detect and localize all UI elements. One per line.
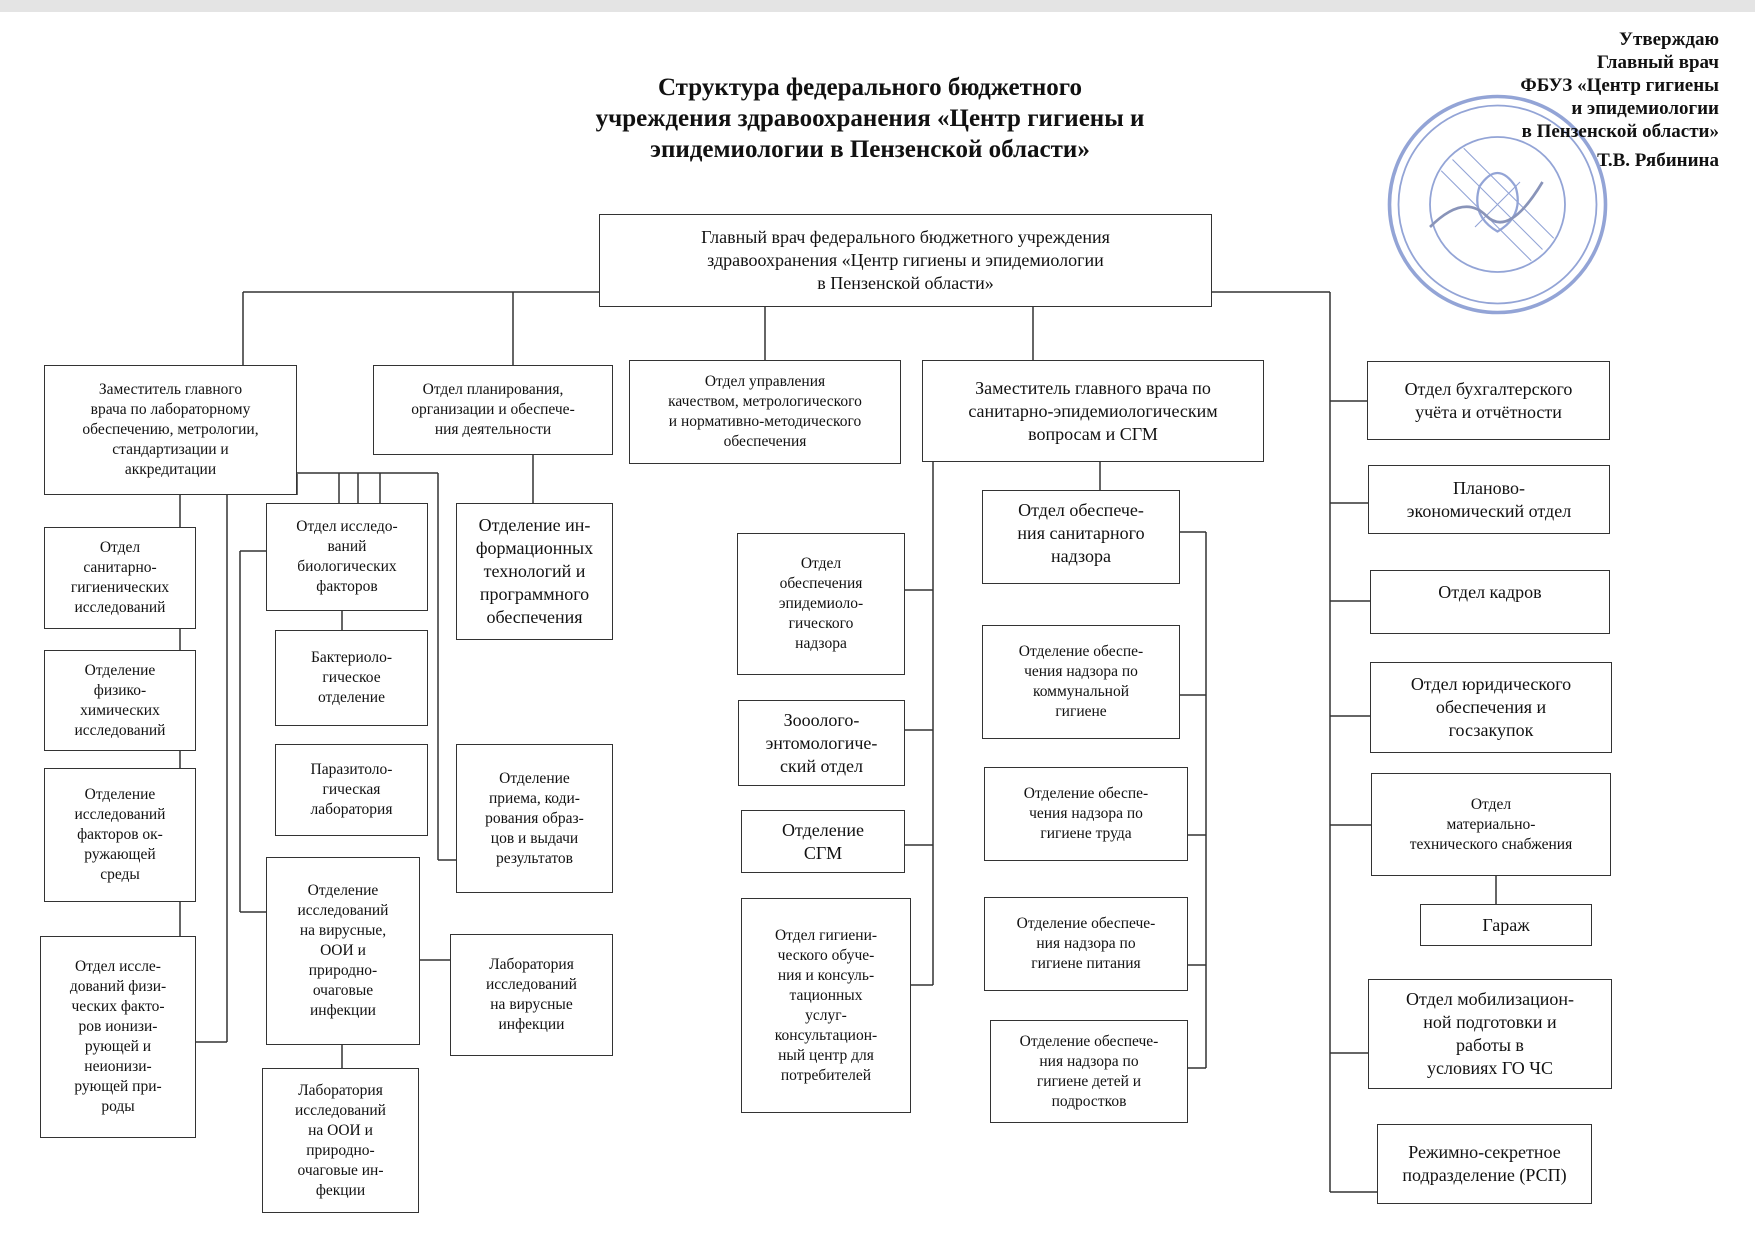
approval-line-2: Главный врач: [1596, 52, 1719, 73]
phys-chem-research-box: Отделение физико- химических исследовани…: [44, 650, 196, 751]
mobilization-dept-box: Отдел мобилизацион- ной подготовки и раб…: [1368, 979, 1612, 1089]
food-hyg-box: Отделение обеспече- ния надзора по гигие…: [984, 897, 1188, 991]
secret-unit-box: Режимно-секретное подразделение (РСП): [1377, 1124, 1592, 1204]
approval-block: Утверждаю Главный врач ФБУЗ «Центр гигие…: [1520, 28, 1719, 172]
phys-factors-research-box: Отдел иссле- дований физи- ческих факто-…: [40, 936, 196, 1138]
sgm-dept-box: Отделение СГМ: [741, 810, 905, 873]
personnel-dept-box: Отдел кадров: [1370, 570, 1610, 634]
accounting-dept-box: Отдел бухгалтерского учёта и отчётности: [1367, 361, 1610, 440]
approval-line-5: в Пензенской области»: [1521, 121, 1719, 142]
epid-supervision-box: Отдел обеспечения эпидемиоло- гического …: [737, 533, 905, 675]
planning-dept-box: Отдел планирования, организации и обеспе…: [373, 365, 613, 455]
legal-dept-box: Отдел юридического обеспечения и госзаку…: [1370, 662, 1612, 753]
labor-hyg-box: Отделение обеспе- чения надзора по гигие…: [984, 767, 1188, 861]
reception-dept-box: Отделение приема, коди- рования образ- ц…: [456, 744, 613, 893]
san-hyg-research-box: Отдел санитарно- гигиенических исследова…: [44, 527, 196, 629]
official-seal-icon: [1387, 94, 1608, 315]
supply-dept-box: Отдел материально- технического снабжени…: [1371, 773, 1611, 876]
deputy-san-box: Заместитель главного врача по санитарно-…: [922, 360, 1264, 462]
approval-line-3: ФБУЗ «Центр гигиены: [1520, 75, 1719, 96]
it-dept-box: Отделение ин- формационных технологий и …: [456, 503, 613, 640]
approval-line-1: Утверждаю: [1619, 29, 1719, 50]
ooi-lab-box: Лаборатория исследований на ООИ и природ…: [262, 1068, 419, 1213]
approval-signature: Т.В. Рябинина: [1597, 150, 1719, 171]
page-title: Структура федерального бюджетного учрежд…: [595, 74, 1145, 163]
san-supervision-box: Отдел обеспече- ния санитарного надзора: [982, 490, 1180, 584]
approval-line-4: и эпидемиологии: [1571, 98, 1719, 119]
garage-box: Гараж: [1420, 904, 1592, 946]
parasito-lab-box: Паразитоло- гическая лаборатория: [275, 744, 428, 836]
hyg-training-box: Отдел гигиени- ческого обуче- ния и конс…: [741, 898, 911, 1113]
deputy-lab-box: Заместитель главного врача по лабораторн…: [44, 365, 297, 495]
communal-hyg-box: Отделение обеспе- чения надзора по комму…: [982, 625, 1180, 739]
planning-econ-dept-box: Планово- экономический отдел: [1368, 465, 1610, 534]
children-hyg-box: Отделение обеспече- ния надзора по гигие…: [990, 1020, 1188, 1123]
quality-dept-box: Отдел управления качеством, метрологичес…: [629, 360, 901, 464]
head-physician-box: Главный врач федерального бюджетного учр…: [599, 214, 1212, 307]
viral-research-box: Отделение исследований на вирусные, ООИ …: [266, 857, 420, 1045]
bio-factors-research-box: Отдел исследо- ваний биологических факто…: [266, 503, 428, 611]
viral-lab-box: Лаборатория исследований на вирусные инф…: [450, 934, 613, 1056]
zoo-entomology-box: Зооолого- энтомологиче- ский отдел: [738, 700, 905, 786]
scan-top-band: [0, 0, 1755, 12]
env-factors-research-box: Отделение исследований факторов ок- ружа…: [44, 768, 196, 902]
bacterio-dept-box: Бактериоло- гическое отделение: [275, 630, 428, 726]
